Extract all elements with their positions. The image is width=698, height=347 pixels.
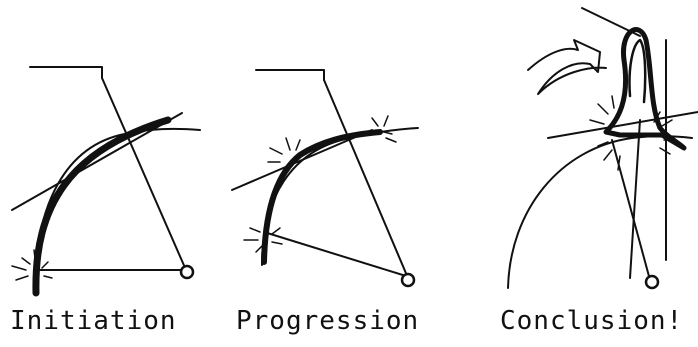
ball-arc-1 bbox=[34, 127, 201, 291]
bracket-1 bbox=[29, 66, 103, 79]
spark-1 bbox=[11, 249, 53, 281]
wire-segment-1 bbox=[32, 116, 172, 297]
spark-3 bbox=[589, 95, 677, 171]
caption-progression: Progression bbox=[236, 306, 420, 336]
tangent-line-1 bbox=[11, 112, 183, 211]
loop-track-3a bbox=[629, 119, 641, 279]
pivot-circle-3 bbox=[644, 274, 660, 290]
ball-arc-3 bbox=[507, 135, 693, 289]
curved-arrow-3 bbox=[527, 39, 607, 95]
panel-conclusion-drawing bbox=[507, 7, 698, 290]
caption-initiation: Initiation bbox=[10, 306, 177, 336]
loop-track-2 bbox=[323, 79, 409, 279]
panel-progression-drawing bbox=[231, 69, 419, 288]
pivot-circle-1 bbox=[179, 264, 195, 280]
spark-2 bbox=[243, 115, 397, 253]
caption-conclusion: Conclusion! bbox=[500, 306, 684, 336]
wire-segment-2 bbox=[261, 129, 383, 265]
pivot-circle-2 bbox=[400, 272, 416, 288]
wire-loop-inner-3 bbox=[628, 38, 647, 104]
tangent-line-3 bbox=[547, 111, 698, 139]
loop-track-1 bbox=[101, 77, 187, 271]
base-line-2 bbox=[263, 231, 407, 277]
bracket-2 bbox=[255, 69, 325, 81]
panel-initiation-drawing bbox=[11, 66, 201, 297]
